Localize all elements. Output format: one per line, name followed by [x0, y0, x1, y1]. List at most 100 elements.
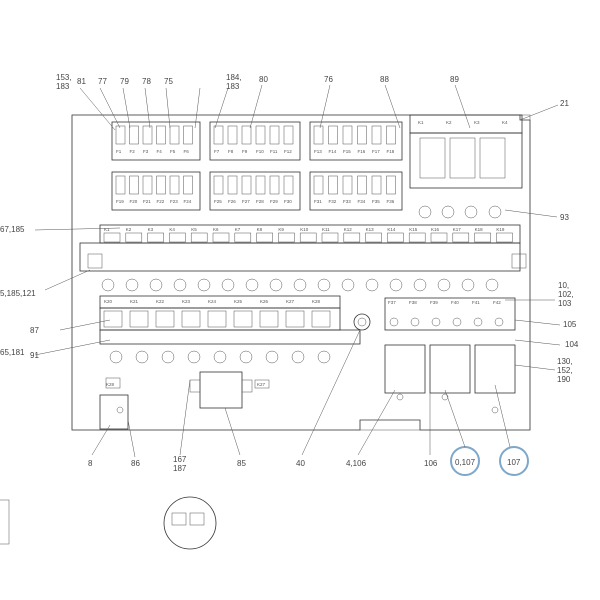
label-relay_row27: K27 — [286, 299, 295, 304]
fuse-block-row1 — [111, 121, 403, 161]
fuse — [283, 175, 294, 195]
label-fuse_row26: F25 — [214, 199, 222, 204]
fuse — [342, 175, 353, 195]
label-relay_row23: K23 — [182, 299, 191, 304]
label-fuse_row210: F29 — [270, 199, 278, 204]
component-85 — [199, 371, 243, 409]
label-relay_row22: K22 — [156, 299, 165, 304]
terminal-row-mid — [101, 278, 499, 292]
big-relay-block — [409, 114, 523, 189]
label-fuse_row214: F33 — [343, 199, 351, 204]
label-fuse_row15: F6 — [184, 149, 190, 154]
fragment-left — [0, 499, 10, 545]
callout-c5: 5,185,121 — [0, 289, 36, 298]
callout-c79: 79 — [120, 77, 129, 86]
fuse-block-row2 — [111, 171, 403, 211]
callout-c78: 78 — [142, 77, 151, 86]
callout-c153: 153,183 — [56, 73, 72, 91]
label-k28: K28 — [106, 382, 115, 387]
fuse — [386, 125, 396, 145]
label-relay_row118: K19 — [496, 227, 505, 232]
label-fuse_row24: F23 — [170, 199, 178, 204]
label-fuse_row21: F20 — [130, 199, 138, 204]
fuse — [269, 125, 280, 145]
callout-c40: 40 — [296, 459, 305, 468]
label-fuse_row18: F9 — [242, 149, 248, 154]
fuse — [129, 125, 139, 145]
label-fuse_row10: F1 — [116, 149, 122, 154]
fuse — [156, 175, 166, 195]
label-fuse_row31: F38 — [409, 300, 417, 305]
callout-c184: 184,183 — [226, 73, 242, 91]
label-fuse_row111: F12 — [284, 149, 292, 154]
callout-c87: 87 — [30, 326, 39, 335]
label-big_relays3: K4 — [502, 120, 508, 125]
label-fuse_row29: F28 — [256, 199, 264, 204]
fuse — [313, 175, 324, 195]
label-fuse_row20: F19 — [116, 199, 124, 204]
detail-circle — [163, 496, 217, 550]
fuse — [328, 175, 338, 195]
label-relay_row15: K6 — [213, 227, 219, 232]
rail-lower — [99, 329, 361, 345]
fuse — [213, 125, 224, 145]
callout-c85: 85 — [237, 459, 246, 468]
label-relay_row25: K25 — [234, 299, 243, 304]
fuse — [241, 175, 252, 195]
callout-c81: 81 — [77, 77, 86, 86]
rail-upper — [79, 242, 521, 272]
label-fuse_row217: F36 — [387, 199, 395, 204]
label-big_relays1: K2 — [446, 120, 452, 125]
label-fuse_row14: F5 — [170, 149, 176, 154]
label-relay_row14: K5 — [191, 227, 197, 232]
fuse — [386, 175, 396, 195]
label-fuse_row114: F15 — [343, 149, 351, 154]
fuse — [183, 175, 193, 195]
fuse — [129, 175, 139, 195]
callout-c80: 80 — [259, 75, 268, 84]
label-big_relays0: K1 — [418, 120, 424, 125]
callout-c86: 86 — [131, 459, 140, 468]
label-fuse_row32: F39 — [430, 300, 438, 305]
label-fuse_row113: F14 — [329, 149, 337, 154]
label-fuse_row16: F7 — [214, 149, 220, 154]
callout-c88: 88 — [380, 75, 389, 84]
fuse — [169, 125, 180, 145]
label-relay_row110: K11 — [322, 227, 330, 232]
label-big_relays2: K3 — [474, 120, 480, 125]
callout-c76: 76 — [324, 75, 333, 84]
fuse — [142, 125, 153, 145]
label-fuse_row112: F13 — [314, 149, 322, 154]
label-fuse_row34: F41 — [472, 300, 480, 305]
label-k27: K27 — [257, 382, 266, 387]
label-fuse_row19: F10 — [256, 149, 264, 154]
label-fuse_row116: F17 — [372, 149, 380, 154]
fuse — [169, 175, 180, 195]
label-fuse_row33: F40 — [451, 300, 459, 305]
label-relay_row21: K21 — [130, 299, 139, 304]
callout-c77: 77 — [98, 77, 107, 86]
label-fuse_row23: F22 — [157, 199, 165, 204]
board-inner — [71, 114, 531, 431]
label-relay_row116: K17 — [453, 227, 462, 232]
label-relay_row28: K28 — [312, 299, 321, 304]
label-relay_row114: K15 — [409, 227, 418, 232]
label-relay_row10: K1 — [104, 227, 110, 232]
fuse — [357, 175, 367, 195]
label-relay_row18: K9 — [278, 227, 284, 232]
callout-c65: 65,181 — [0, 348, 25, 357]
callout-c0107: 0,107 — [455, 458, 476, 467]
callout-c91: 91 — [30, 351, 39, 360]
label-fuse_row35: F42 — [493, 300, 501, 305]
label-relay_row117: K18 — [475, 227, 484, 232]
label-fuse_row17: F8 — [228, 149, 234, 154]
label-fuse_row110: F11 — [270, 149, 278, 154]
label-relay_row11: K2 — [126, 227, 132, 232]
label-relay_row113: K14 — [387, 227, 396, 232]
label-fuse_row215: F34 — [358, 199, 366, 204]
label-fuse_row11: F2 — [130, 149, 136, 154]
highlight-circle-2 — [499, 446, 529, 476]
label-fuse_row216: F35 — [372, 199, 380, 204]
label-fuse_row27: F26 — [228, 199, 236, 204]
fuse — [183, 125, 193, 145]
